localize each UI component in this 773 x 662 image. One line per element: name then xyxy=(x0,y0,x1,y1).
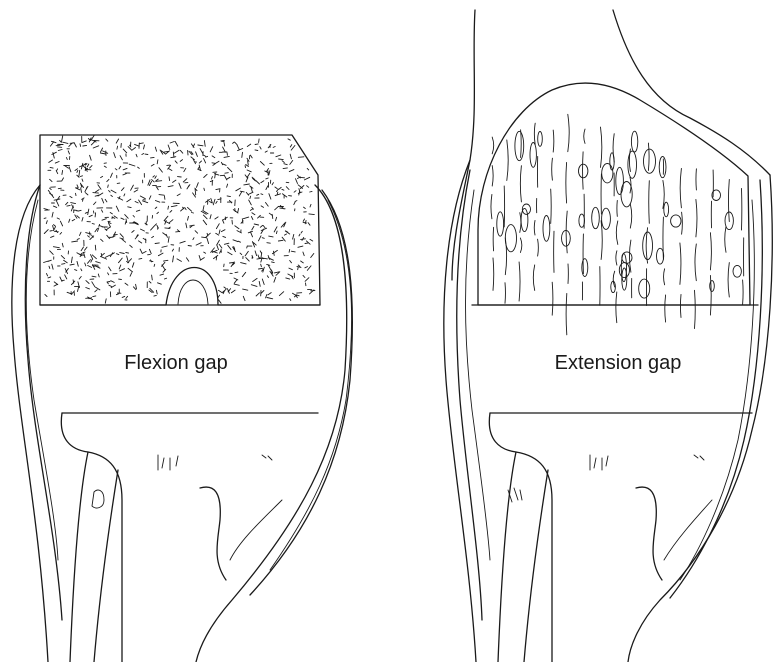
trabecular-strokes xyxy=(491,114,744,334)
trabecular-pore xyxy=(582,259,588,277)
trabecular-pore xyxy=(621,182,632,207)
trabecular-pore xyxy=(659,157,666,178)
trabecular-pore xyxy=(639,279,650,298)
trabecular-pore xyxy=(631,131,637,152)
trabecular-pore xyxy=(515,131,524,160)
trabecular-pore xyxy=(521,208,528,231)
trabecular-pore xyxy=(538,132,543,147)
trabecular-pore xyxy=(602,208,611,229)
flexion-right-ligament xyxy=(196,185,352,662)
speckle-strokes xyxy=(44,136,315,304)
extension-left-ligament xyxy=(444,160,490,662)
trabecular-pore xyxy=(643,232,653,260)
trabecular-pore xyxy=(579,164,588,178)
trabecular-pore xyxy=(616,167,624,194)
trabecular-pore xyxy=(644,149,656,173)
flexion-gap-label: Flexion gap xyxy=(124,352,227,374)
flexion-panel: Flexion gap xyxy=(12,135,353,662)
trabecular-pore xyxy=(579,214,585,227)
trabecular-pore xyxy=(622,252,632,263)
trabecular-pore xyxy=(530,143,536,168)
trabecular-pore xyxy=(710,281,715,292)
trabecular-pore xyxy=(543,216,550,242)
trabecular-pore xyxy=(602,164,613,183)
trabecular-pore xyxy=(619,263,629,278)
trabecular-pore xyxy=(657,248,664,264)
extension-trabecular-texture xyxy=(491,114,744,334)
trabecular-pore xyxy=(671,215,681,227)
flexion-tibia xyxy=(61,413,282,662)
trabecular-pore xyxy=(733,265,741,277)
extension-panel: Extension gap xyxy=(444,10,772,662)
trabecular-pore xyxy=(497,212,504,236)
flexion-cancellous-texture xyxy=(44,136,315,304)
extension-tibia xyxy=(489,413,712,662)
extension-gap-label: Extension gap xyxy=(555,352,682,374)
extension-right-ligament xyxy=(628,175,772,662)
flexion-left-ligament xyxy=(12,185,62,662)
trabecular-pore xyxy=(592,207,600,228)
trabecular-pore xyxy=(505,225,516,252)
trabecular-pore xyxy=(664,202,669,217)
